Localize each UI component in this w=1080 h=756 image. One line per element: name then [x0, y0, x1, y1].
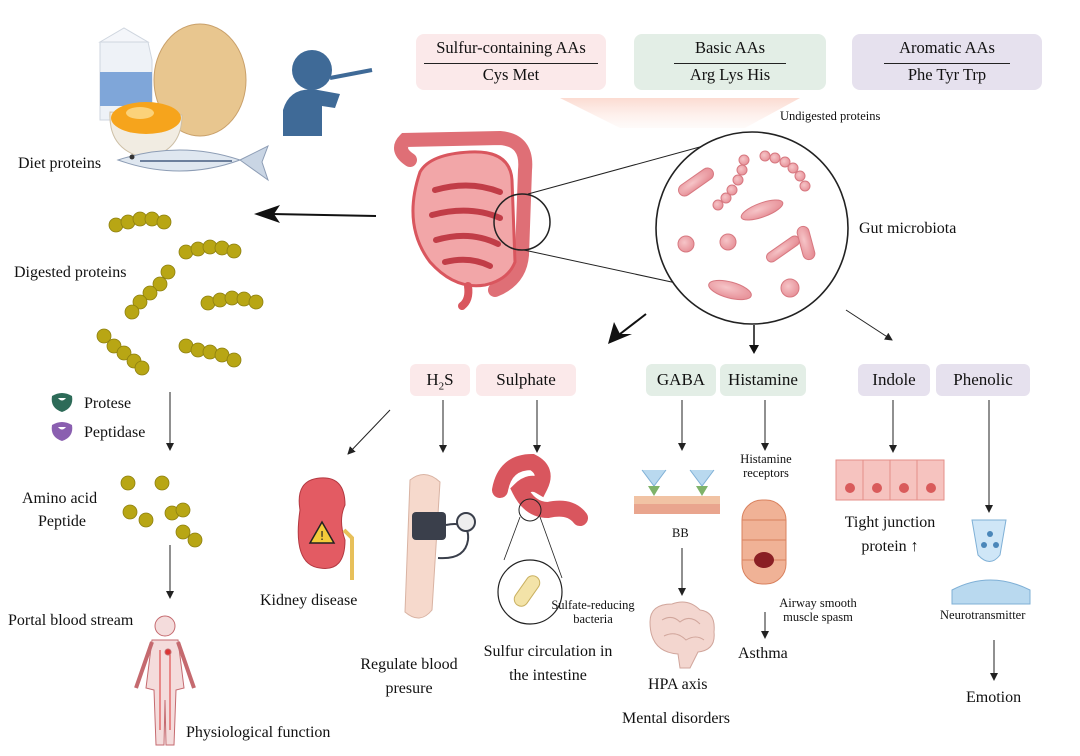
srb-line1: Sulfate-reducing [551, 598, 635, 612]
srb-line2: bacteria [573, 612, 613, 627]
physiological-function-label: Physiological function [186, 724, 331, 741]
person-eating-icon [283, 50, 373, 136]
airway-line1: Airway smooth [779, 596, 857, 610]
gaba-pill: GABA [646, 364, 716, 396]
fish-icon [116, 144, 269, 182]
peptide-label: Peptide [38, 513, 86, 530]
cracked-egg-icon [109, 102, 183, 159]
human-body-icon [134, 615, 196, 746]
tight-junction-icon [835, 459, 945, 501]
arrow-to-aromatic [845, 309, 893, 341]
airway-line2: muscle spasm [783, 610, 853, 625]
arrow-to-sulfur [619, 313, 647, 335]
basic-aas-title: Basic AAs [694, 38, 766, 57]
asthma-label: Asthma [738, 645, 788, 662]
histamine-receptors-label: Histamine receptors [726, 452, 806, 481]
neurotransmitter-icon [951, 519, 1031, 605]
histamine-receptors-line2: receptors [743, 466, 789, 481]
aromatic-aas-box: Aromatic AAs Phe Tyr Trp [852, 34, 1042, 90]
zoom-small-circle [493, 193, 551, 251]
tight-junction-line1: Tight junction [844, 514, 936, 531]
bb-label: BB [672, 526, 689, 540]
sulfur-aas-box: Sulfur-containing AAs Cys Met [416, 34, 606, 90]
neurotransmitter-label: Neurotransmitter [940, 608, 1026, 622]
brain-icon [649, 601, 715, 669]
svg-text:!: ! [320, 529, 325, 543]
sulfur-circulation-line1: Sulfur circulation in [483, 643, 613, 660]
protein-bead-chains [96, 211, 264, 376]
basic-aas-box: Basic AAs Arg Lys His [634, 34, 826, 90]
amino-acid-label: Amino acid [22, 490, 98, 507]
regulate-bp-label: Regulate blood presure [350, 656, 468, 699]
peptidase-icon [51, 422, 73, 441]
airway-icon [741, 499, 787, 585]
aromatic-aas-items: Phe Tyr Trp [907, 65, 987, 84]
histamine-pill: Histamine [720, 364, 806, 396]
amino-acid-beads [120, 475, 203, 548]
h2s-label-s: S [444, 370, 454, 389]
peptidase-label: Peptidase [84, 424, 146, 441]
arrow-kidney [347, 409, 391, 455]
regulate-bp-line1: Regulate blood [360, 656, 458, 673]
hpa-axis-label: HPA axis [648, 676, 708, 693]
gut-microbiota-circle [655, 131, 849, 325]
diet-proteins-label: Diet proteins [18, 155, 102, 172]
sulfur-aas-items: Cys Met [482, 65, 540, 84]
sulfur-circulation-label: Sulfur circulation in the intestine [470, 643, 626, 686]
gut-microbiota-label: Gut microbiota [859, 220, 957, 237]
intestine-icon [394, 130, 533, 310]
blood-pressure-cuff-icon [404, 474, 476, 619]
sulfate-reducing-bacteria-label: Sulfate-reducing bacteria [538, 598, 648, 627]
h2s-label-h: H [426, 370, 439, 389]
blood-brain-barrier-icon [634, 469, 720, 514]
sulfur-circulation-line2: the intestine [509, 667, 587, 685]
protese-icon [51, 393, 73, 412]
histamine-receptors-line1: Histamine [740, 452, 792, 466]
arrow-to-digested [271, 213, 377, 217]
egg-icon [153, 23, 247, 137]
digested-proteins-label: Digested proteins [14, 264, 127, 281]
bacteria-icons [677, 150, 816, 301]
sulphate-pill: Sulphate [476, 364, 576, 396]
kidney-icon: ! [297, 477, 354, 580]
tight-junction-line2: protein ↑ [861, 538, 919, 556]
mental-disorders-label: Mental disorders [622, 710, 730, 727]
tight-junction-label: Tight junction protein ↑ [830, 514, 950, 557]
zoom-line-top [527, 141, 719, 195]
sulfur-aas-title: Sulfur-containing AAs [436, 38, 586, 57]
zoom-line-bottom [523, 249, 691, 287]
aromatic-aas-title: Aromatic AAs [899, 38, 995, 57]
kidney-disease-label: Kidney disease [260, 592, 358, 609]
emotion-label: Emotion [966, 689, 1022, 706]
h2s-pill: H2S [410, 364, 470, 396]
undigested-proteins-label: Undigested proteins [780, 109, 881, 123]
h2s-label-sub: 2 [438, 380, 445, 393]
undigested-fade [560, 98, 800, 128]
phenolic-pill: Phenolic [936, 364, 1030, 396]
portal-blood-label: Portal blood stream [8, 612, 134, 629]
protese-label: Protese [84, 395, 132, 412]
regulate-bp-line2: presure [385, 680, 433, 698]
airway-spasm-label: Airway smooth muscle spasm [766, 596, 870, 625]
basic-aas-items: Arg Lys His [689, 65, 771, 84]
intestine-segment-icon [492, 453, 588, 526]
milk-carton-icon [98, 27, 153, 121]
indole-pill: Indole [858, 364, 930, 396]
sulfate-bacteria-icon [513, 575, 541, 607]
